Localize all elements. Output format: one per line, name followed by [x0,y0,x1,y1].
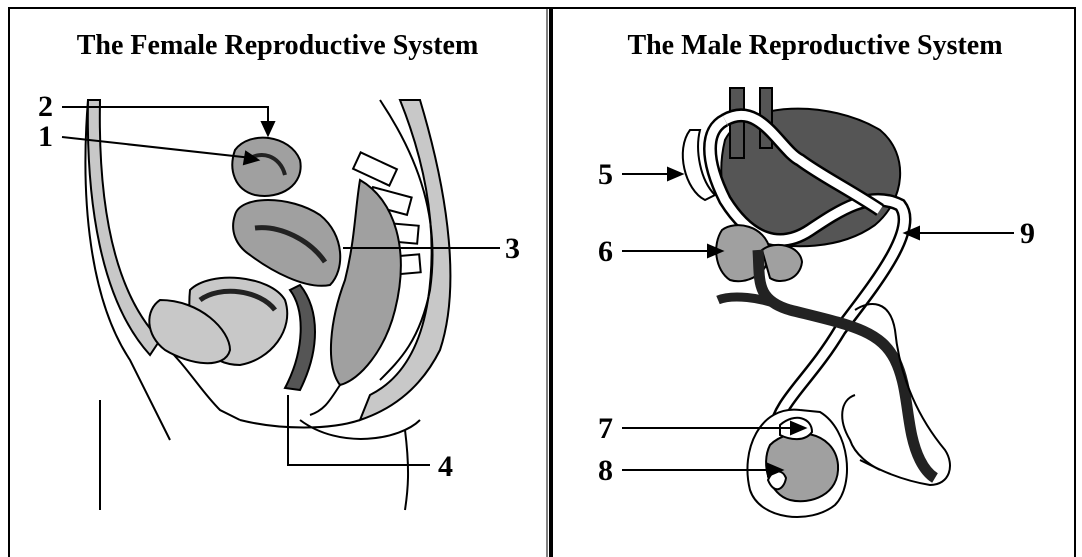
female-label-4: 4 [438,452,453,482]
female-label-1: 1 [38,122,53,152]
male-label-5: 5 [598,160,613,190]
female-label-3: 3 [505,234,520,264]
female-panel-title: The Female Reproductive System [10,30,545,62]
male-anatomy-illustration [683,88,950,517]
male-label-7: 7 [598,414,613,444]
female-label-2: 2 [38,92,53,122]
female-anatomy-illustration [85,100,450,510]
male-label-9: 9 [1020,219,1035,249]
male-label-6: 6 [598,237,613,267]
male-label-8: 8 [598,456,613,486]
male-panel-title: The Male Reproductive System [556,30,1074,62]
table-border [9,8,1075,557]
